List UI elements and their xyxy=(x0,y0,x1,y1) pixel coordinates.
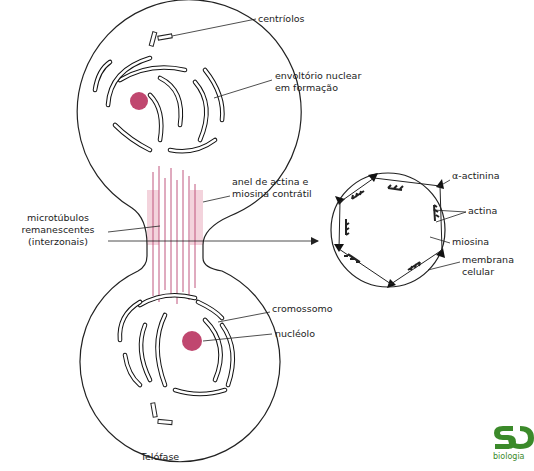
part-label: anel de actina e miosina contrátil xyxy=(232,176,324,200)
part-label: cromossomo xyxy=(272,303,352,315)
leader-lines xyxy=(108,19,466,341)
pointer-arrow xyxy=(108,241,318,242)
part-label: nucléolo xyxy=(275,328,345,340)
upper-nucleus xyxy=(95,58,222,151)
nucleolus xyxy=(182,331,202,351)
part-label: microtúbulos remanescentes (interzonais) xyxy=(10,212,106,248)
part-label: actina xyxy=(468,205,518,217)
part-label: miosina xyxy=(452,236,512,248)
logo-mark xyxy=(494,426,534,449)
caption: Telófase xyxy=(120,451,200,463)
part-label: membrana celular xyxy=(462,254,522,278)
lower-nucleus xyxy=(120,295,233,394)
cell-membrane xyxy=(77,0,301,462)
nucleolus xyxy=(130,92,148,110)
logo-text: biologia xyxy=(493,451,534,463)
centrioles xyxy=(151,403,172,425)
part-label: α-actinina xyxy=(452,170,522,182)
centrioles xyxy=(149,32,172,47)
part-label: centríolos xyxy=(258,13,338,25)
ring-cross-section xyxy=(331,173,445,288)
contractile-ring xyxy=(190,190,203,245)
part-label: envoltório nuclear em formação xyxy=(275,70,375,94)
microtubules xyxy=(153,166,195,304)
